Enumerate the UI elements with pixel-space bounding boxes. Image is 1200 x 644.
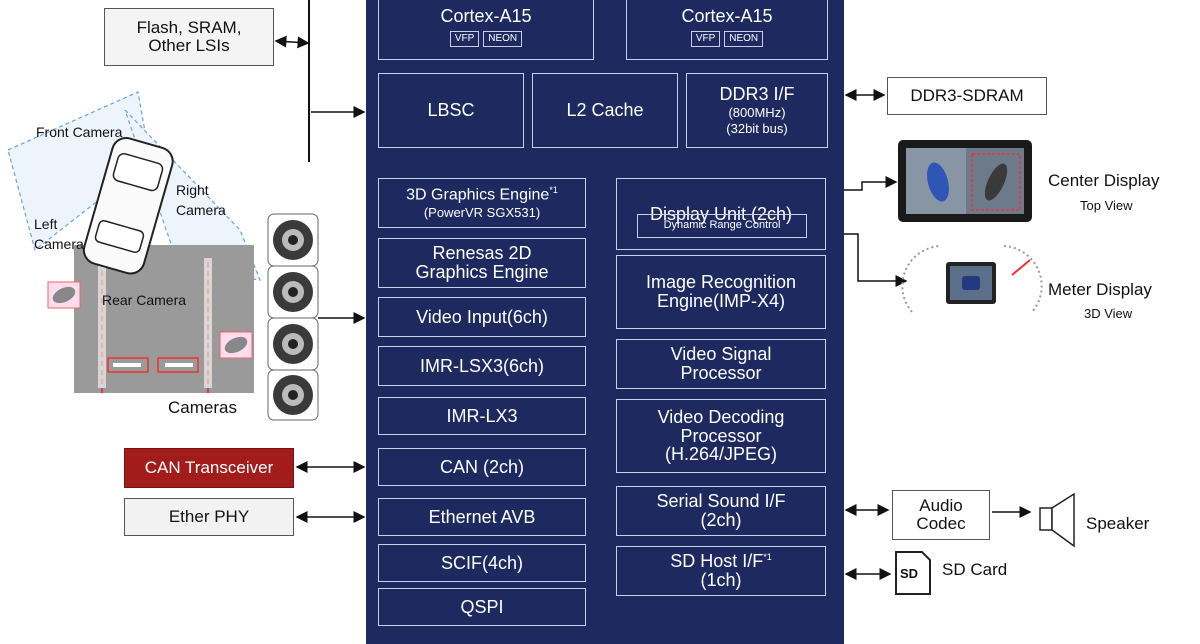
- video-signal-processor-block: Video Signal Processor: [616, 339, 826, 389]
- flash-line1: Flash, SRAM,: [136, 18, 242, 38]
- sd-card-label: SD Card: [942, 560, 1008, 579]
- ddr3-if-title: DDR3 I/F: [719, 84, 795, 105]
- 3d-graphics-footnote: *1: [549, 185, 558, 196]
- speaker-graphic: [1039, 492, 1075, 548]
- 3d-graphics-title: 3D Graphics Engine: [406, 186, 550, 204]
- front-camera-label: Front Camera: [36, 124, 123, 140]
- dynamic-range-control-box: Dynamic Range Control: [637, 214, 807, 238]
- vfp-tag: VFP: [690, 30, 721, 47]
- display-unit-title: Display Unit (2ch): [649, 203, 793, 224]
- ether-phy-box: Ether PHY: [124, 498, 294, 536]
- imr-lsx3-block: IMR-LSX3(6ch): [378, 346, 586, 386]
- imr-lx3-block: IMR-LX3: [378, 397, 586, 435]
- speaker-label: Speaker: [1086, 514, 1150, 533]
- video-input-label: Video Input(6ch): [416, 306, 548, 327]
- qspi-label: QSPI: [460, 596, 504, 617]
- vdp-line1: Video Decoding: [657, 406, 785, 427]
- cpu-right-title: Cortex-A15: [681, 6, 773, 27]
- image-recognition-line1: Image Recognition: [645, 272, 797, 293]
- can-block: CAN (2ch): [378, 448, 586, 486]
- flash-line2: Other LSIs: [148, 36, 230, 55]
- serial-sound-block: Serial Sound I/F (2ch): [616, 486, 826, 536]
- left-camera-label-1: Left: [34, 216, 58, 232]
- cameras-label: Cameras: [168, 398, 237, 417]
- imr-lx3-label: IMR-LX3: [446, 405, 518, 426]
- ddr3-sdram-box: DDR3-SDRAM: [887, 77, 1047, 115]
- video-decoding-processor-block: Video Decoding Processor (H.264/JPEG): [616, 399, 826, 473]
- camera-coverage-illustration: [7, 91, 261, 393]
- sd-icon-text: SD: [900, 566, 919, 581]
- serial-sound-line2: (2ch): [700, 510, 742, 530]
- ddr3-if-bus: (32bit bus): [726, 120, 788, 136]
- neon-tag: NEON: [724, 30, 764, 47]
- left-camera-label-2: Camera: [34, 236, 84, 252]
- cpu-left-block: Cortex-A15 VFP NEON: [378, 0, 594, 60]
- 3d-graphics-sub: (PowerVR SGX531): [423, 205, 541, 221]
- ether-phy-label: Ether PHY: [168, 507, 250, 527]
- ddr3-if-speed: (800MHz): [728, 105, 786, 121]
- center-display-sub: Top View: [1080, 198, 1133, 213]
- serial-sound-line1: Serial Sound I/F: [656, 491, 786, 512]
- scif-block: SCIF(4ch): [378, 544, 586, 582]
- ddr3-if-block: DDR3 I/F (800MHz) (32bit bus): [686, 73, 828, 148]
- sd-host-line1: SD Host I/F: [670, 551, 764, 572]
- 3d-graphics-block: 3D Graphics Engine*1 (PowerVR SGX531): [378, 178, 586, 228]
- imr-lsx3-label: IMR-LSX3(6ch): [419, 355, 545, 376]
- l2-cache-block: L2 Cache: [532, 73, 678, 148]
- cpu-left-title: Cortex-A15: [440, 6, 532, 27]
- audio-codec-line2: Codec: [916, 514, 966, 533]
- neon-tag: NEON: [483, 30, 523, 47]
- sd-host-line2: (1ch): [700, 570, 742, 590]
- vdp-line3: (H.264/JPEG): [664, 444, 778, 465]
- center-display-screen: [898, 140, 1032, 222]
- meter-display-sub: 3D View: [1084, 306, 1133, 321]
- sd-host-block: SD Host I/F*1 (1ch): [616, 546, 826, 596]
- flash-sram-box: Flash, SRAM, Other LSIs: [104, 8, 274, 66]
- right-camera-label-1: Right: [176, 182, 209, 198]
- image-recognition-line2: Engine(IMP-X4): [656, 291, 786, 311]
- right-camera-label-2: Camera: [176, 202, 226, 218]
- ddr3-sdram-label: DDR3-SDRAM: [910, 86, 1024, 106]
- center-display-title: Center Display: [1048, 171, 1160, 190]
- 2d-graphics-block: Renesas 2D Graphics Engine: [378, 238, 586, 288]
- lbsc-label: LBSC: [427, 100, 475, 121]
- can-label: CAN (2ch): [439, 456, 524, 477]
- can-transceiver-box: CAN Transceiver: [124, 448, 294, 488]
- video-input-block: Video Input(6ch): [378, 297, 586, 337]
- vsp-line1: Video Signal: [670, 344, 772, 365]
- audio-codec-box: Audio Codec: [892, 490, 990, 540]
- vsp-line2: Processor: [680, 363, 762, 383]
- can-transceiver-label: CAN Transceiver: [144, 458, 274, 478]
- meter-display-graphic: [901, 245, 1043, 313]
- sd-host-footnote: *1: [763, 552, 772, 563]
- camera-lens-icons: [267, 213, 319, 421]
- lbsc-block: LBSC: [378, 73, 524, 148]
- connection-lines: [7, 0, 1075, 595]
- dynamic-range-control-label: Dynamic Range Control: [663, 219, 781, 232]
- scif-label: SCIF(4ch): [440, 552, 523, 573]
- vdp-line2: Processor: [680, 425, 762, 446]
- rear-camera-label: Rear Camera: [102, 292, 187, 308]
- meter-display-title: Meter Display: [1048, 280, 1152, 299]
- image-recognition-block: Image Recognition Engine(IMP-X4): [616, 255, 826, 329]
- vfp-tag: VFP: [449, 30, 480, 47]
- display-unit-block: Display Unit (2ch) Dynamic Range Control: [616, 178, 826, 250]
- 2d-graphics-line2: Graphics Engine: [415, 262, 549, 282]
- 2d-graphics-line1: Renesas 2D: [432, 243, 532, 264]
- l2-cache-label: L2 Cache: [566, 100, 644, 121]
- qspi-block: QSPI: [378, 588, 586, 626]
- sd-card-graphic: [895, 551, 931, 595]
- soc-chip: [366, 0, 844, 644]
- ethernet-avb-block: Ethernet AVB: [378, 498, 586, 536]
- cpu-right-block: Cortex-A15 VFP NEON: [626, 0, 828, 60]
- audio-codec-line1: Audio: [919, 496, 963, 516]
- ethernet-avb-label: Ethernet AVB: [428, 506, 536, 527]
